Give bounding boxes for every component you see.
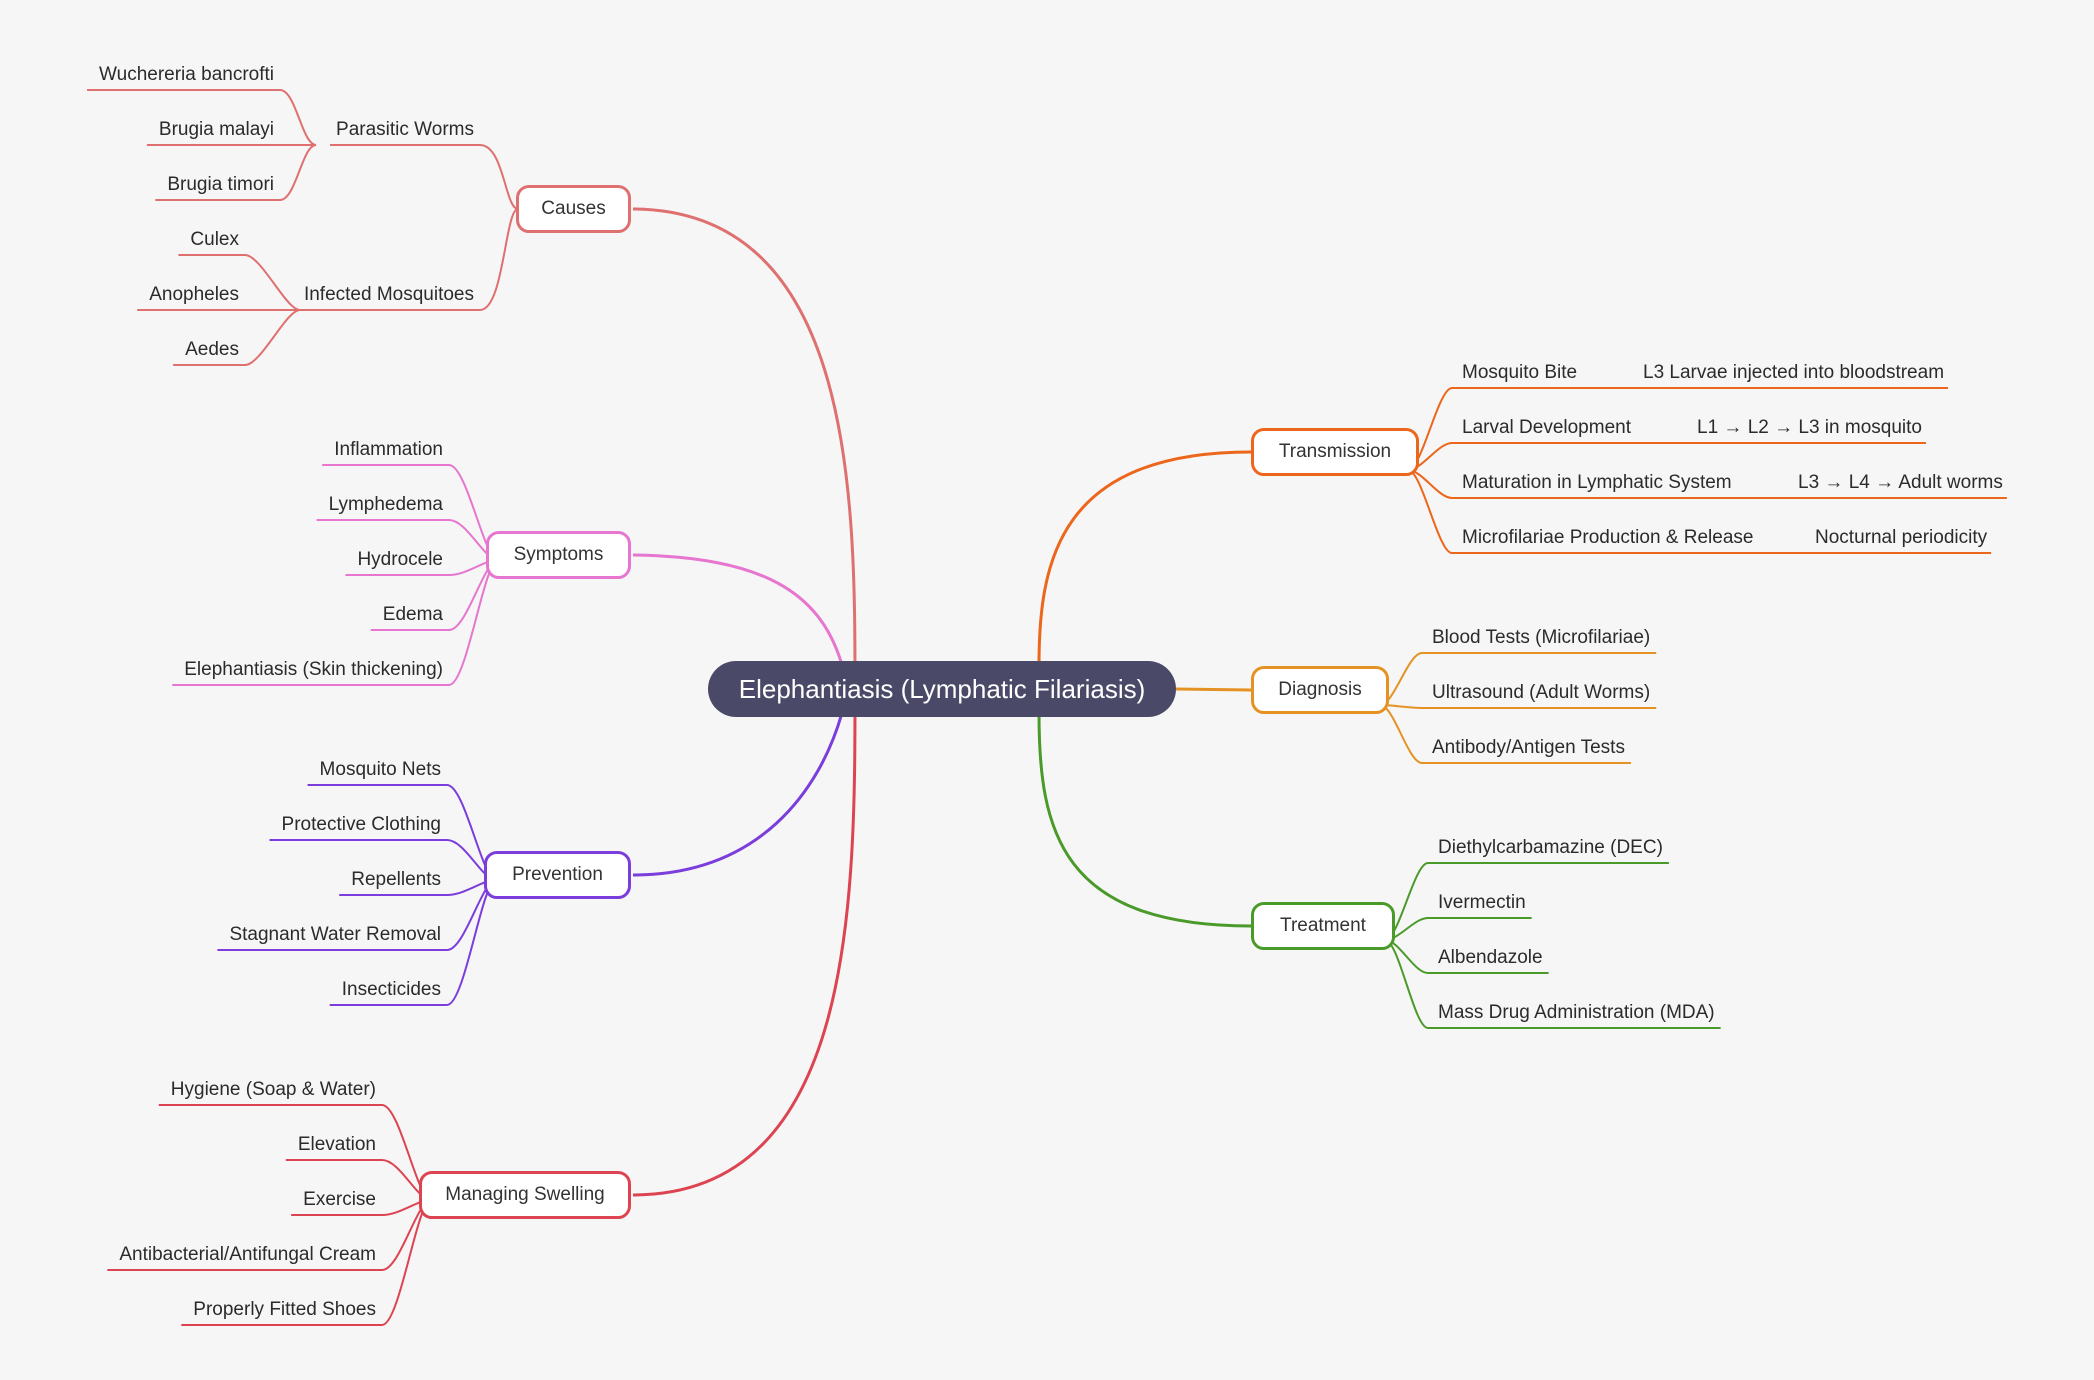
leaf-brugia-malayi[interactable]: Brugia malayi [158, 119, 274, 140]
leaf-inflammation[interactable]: Inflammation [334, 439, 443, 460]
leaf-anopheles[interactable]: Anopheles [149, 284, 239, 305]
leaf-insecticides[interactable]: Insecticides [341, 979, 441, 1000]
leaf-culex[interactable]: Culex [190, 229, 239, 250]
leaf-repellents[interactable]: Repellents [351, 869, 441, 890]
diagnosis-curve-2 [1379, 704, 1423, 764]
leaf-aedes[interactable]: Aedes [185, 339, 239, 360]
leaf-antibody-antigen-tests[interactable]: Antibody/Antigen Tests [1432, 737, 1625, 758]
leaf-wuchereria-bancrofti[interactable]: Wuchereria bancrofti [99, 64, 274, 85]
detail-l3-larvae-injected[interactable]: L3 Larvae injected into bloodstream [1643, 362, 1945, 383]
link-root-causes [632, 207, 857, 690]
leaf-stagnant-water-removal[interactable]: Stagnant Water Removal [229, 924, 441, 945]
leaf-maturation-in-lymphatic-system[interactable]: Maturation in Lymphatic System [1462, 472, 1732, 493]
leaf-hygiene-soap-water[interactable]: Hygiene (Soap & Water) [170, 1079, 376, 1100]
leaf-mosquito-nets[interactable]: Mosquito Nets [319, 759, 441, 780]
causes-worms-curve-0 [279, 89, 317, 146]
leaf-mosquito-bite[interactable]: Mosquito Bite [1462, 362, 1578, 383]
causes-mosquitoes-curve-2 [244, 309, 301, 366]
link-root-treatment [1037, 712, 1252, 928]
managing-curve-4 [381, 1199, 432, 1326]
link-root-symptoms [632, 553, 844, 666]
leaf-lymphedema[interactable]: Lymphedema [328, 494, 443, 515]
leaf-properly-fitted-shoes[interactable]: Properly Fitted Shoes [193, 1299, 376, 1320]
link-root-diagnosis [1175, 687, 1252, 692]
root-topic[interactable]: Elephantiasis (Lymphatic Filariasis) [708, 661, 1176, 717]
leaf-mass-drug-administration-mda[interactable]: Mass Drug Administration (MDA) [1438, 1002, 1715, 1023]
leaf-edema[interactable]: Edema [382, 604, 443, 625]
branch-symptoms[interactable]: Symptoms [486, 531, 631, 579]
leaf-ivermectin[interactable]: Ivermectin [1438, 892, 1526, 913]
leaf-elephantiasis-skin-thickening[interactable]: Elephantiasis (Skin thickening) [184, 659, 443, 680]
branch-transmission[interactable]: Transmission [1251, 428, 1419, 476]
branch-causes[interactable]: Causes [516, 185, 631, 233]
leaf-diethylcarbamazine-dec[interactable]: Diethylcarbamazine (DEC) [1438, 837, 1663, 858]
link-root-transmission [1037, 450, 1252, 666]
detail-l1-l2-l3-in-mosquito[interactable]: L1 → L2 → L3 in mosquito [1697, 417, 1922, 438]
transmission-curve-3 [1407, 469, 1453, 554]
link-causes-sub-1 [479, 208, 519, 311]
leaf-ultrasound-adult-worms[interactable]: Ultrasound (Adult Worms) [1432, 682, 1651, 703]
branch-managing-swelling[interactable]: Managing Swelling [419, 1171, 631, 1219]
leaf-exercise[interactable]: Exercise [303, 1189, 376, 1210]
leaf-protective-clothing[interactable]: Protective Clothing [281, 814, 441, 835]
causes-worms-curve-2 [279, 144, 317, 201]
leaf-antibacterial-antifungal-cream[interactable]: Antibacterial/Antifungal Cream [119, 1244, 376, 1265]
branch-diagnosis[interactable]: Diagnosis [1251, 666, 1389, 714]
leaf-brugia-timori[interactable]: Brugia timori [167, 174, 274, 195]
link-causes-sub-0 [479, 144, 519, 210]
leaf-blood-tests-microfilariae[interactable]: Blood Tests (Microfilariae) [1432, 627, 1651, 648]
prevention-curve-4 [446, 879, 497, 1006]
leaf-hydrocele[interactable]: Hydrocele [357, 549, 443, 570]
link-root-managing-swelling [632, 688, 857, 1197]
leaf-albendazole[interactable]: Albendazole [1438, 947, 1543, 968]
detail-l3-l4-adult-worms[interactable]: L3 → L4 → Adult worms [1798, 472, 2003, 493]
branch-treatment[interactable]: Treatment [1251, 902, 1395, 950]
leaf-elevation[interactable]: Elevation [297, 1134, 376, 1155]
symptoms-curve-4 [448, 559, 499, 686]
detail-nocturnal-periodicity[interactable]: Nocturnal periodicity [1815, 527, 1988, 548]
leaf-microfilariae-production-release[interactable]: Microfilariae Production & Release [1462, 527, 1754, 548]
sub-topic-infected-mosquitoes[interactable]: Infected Mosquitoes [303, 284, 474, 305]
leaf-larval-development[interactable]: Larval Development [1462, 417, 1631, 438]
causes-mosquitoes-curve-0 [244, 254, 301, 311]
branch-prevention[interactable]: Prevention [484, 851, 631, 899]
sub-topic-parasitic-worms[interactable]: Parasitic Worms [336, 119, 474, 140]
treatment-curve-3 [1384, 939, 1429, 1029]
link-root-prevention [632, 712, 844, 877]
